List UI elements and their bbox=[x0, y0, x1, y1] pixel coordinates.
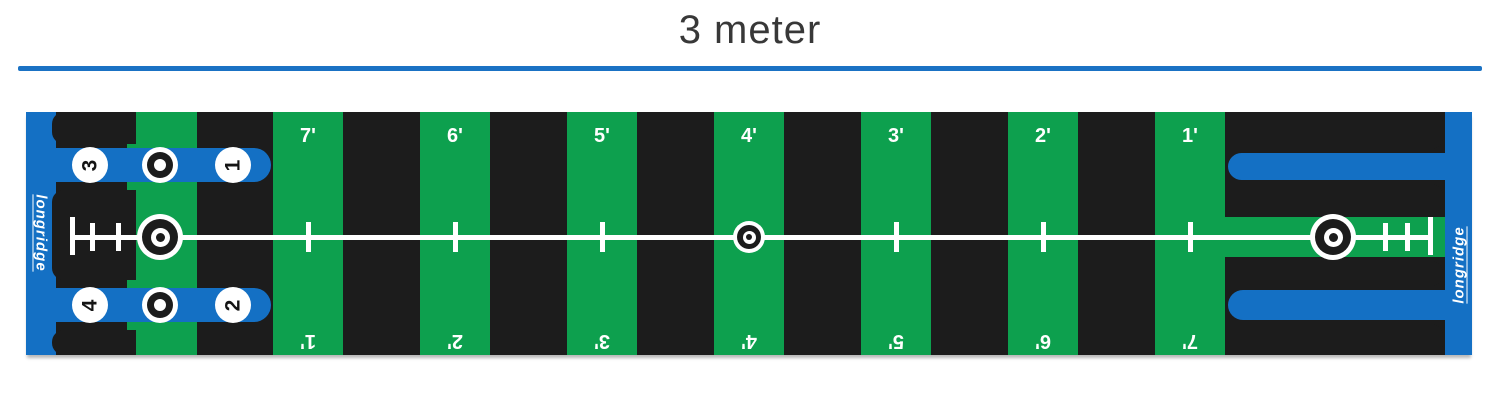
line-end-bar-left bbox=[70, 217, 75, 255]
distance-label-top: 4' bbox=[741, 125, 757, 147]
distance-label-bottom: 7' bbox=[1182, 330, 1198, 352]
brand-logo-left: longridge bbox=[32, 194, 50, 272]
rail-slot-right bbox=[1225, 261, 1443, 286]
drill-position-number: 1 bbox=[221, 159, 245, 171]
line-tick bbox=[116, 223, 121, 251]
drill-position-number: 2 bbox=[221, 299, 245, 311]
drill-position-4: 4 bbox=[72, 287, 108, 323]
rail-slot-right bbox=[1225, 324, 1443, 355]
distance-label-bottom: 1' bbox=[300, 330, 316, 352]
putting-mat: 3 1 4 2 7' 6' 5' 4' 3' 2' 1' 1' 2' 3' 4' 5' 6' 7' longridg… bbox=[26, 112, 1472, 355]
foot-tick bbox=[306, 222, 311, 252]
return-prong-bottom bbox=[1228, 290, 1472, 320]
title-divider bbox=[18, 66, 1482, 71]
distance-label-bottom: 3' bbox=[594, 330, 610, 352]
brand-logo-right: longridge bbox=[1450, 226, 1468, 304]
distance-label-top: 6' bbox=[447, 125, 463, 147]
foot-tick bbox=[453, 222, 458, 252]
return-prong-top bbox=[1228, 153, 1472, 180]
foot-tick bbox=[600, 222, 605, 252]
distance-label-bottom: 4' bbox=[741, 330, 757, 352]
drill-position-number: 4 bbox=[78, 299, 102, 311]
target-hole-4ft bbox=[746, 234, 752, 240]
foot-tick bbox=[1041, 222, 1046, 252]
drill-position-1: 1 bbox=[215, 147, 251, 183]
drill-target-bottom bbox=[154, 299, 166, 311]
distance-label-top: 1' bbox=[1182, 125, 1198, 147]
drill-position-2: 2 bbox=[215, 287, 251, 323]
rail-slot-right bbox=[1225, 184, 1443, 213]
drill-position-number: 3 bbox=[78, 159, 102, 171]
distance-label-top: 5' bbox=[594, 125, 610, 147]
line-tick bbox=[90, 223, 95, 251]
drill-target-top bbox=[154, 159, 166, 171]
foot-tick bbox=[894, 222, 899, 252]
rail-slot-right bbox=[1225, 112, 1443, 149]
line-tick bbox=[1405, 223, 1410, 251]
distance-label-bottom: 2' bbox=[447, 330, 463, 352]
target-hole-right bbox=[1328, 232, 1338, 242]
rail-slot-left bbox=[52, 112, 136, 144]
distance-label-bottom: 5' bbox=[888, 330, 904, 352]
page-title: 3 meter bbox=[678, 8, 822, 52]
distance-label-top: 7' bbox=[300, 125, 316, 147]
foot-tick bbox=[1188, 222, 1193, 252]
distance-label-top: 2' bbox=[1035, 125, 1051, 147]
target-hole-left bbox=[155, 232, 165, 242]
distance-label-bottom: 6' bbox=[1035, 330, 1051, 352]
distance-label-top: 3' bbox=[888, 125, 904, 147]
drill-position-3: 3 bbox=[72, 147, 108, 183]
line-end-bar-right bbox=[1428, 217, 1433, 255]
line-tick bbox=[1383, 223, 1388, 251]
rail-slot-left bbox=[52, 330, 136, 355]
